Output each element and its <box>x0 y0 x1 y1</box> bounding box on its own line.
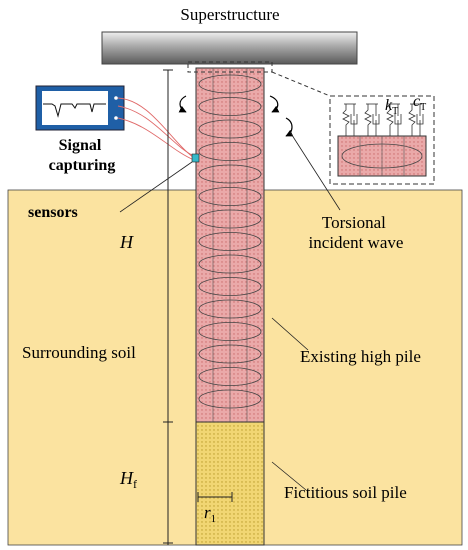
spring-dashpot <box>342 103 358 136</box>
H-label: H <box>119 232 134 252</box>
torsional-ring <box>198 74 262 94</box>
rotation-arrow-left <box>178 95 187 113</box>
torsional-wave-rings <box>198 74 262 409</box>
spring-dashpot <box>386 103 402 136</box>
torsional-ring <box>198 119 262 139</box>
superstructure-block <box>101 31 358 65</box>
torsional-ring <box>198 164 262 184</box>
spring-dashpot <box>408 103 424 136</box>
superstructure-label: Superstructure <box>180 5 279 24</box>
torsional-ring <box>198 232 262 251</box>
spring-dashpot <box>364 103 380 136</box>
torsional-leader-line <box>289 131 341 211</box>
existing-pile-leader-line <box>271 317 309 351</box>
torsional-label: Torsional incident wave <box>309 213 404 252</box>
Hf-label: Hf <box>119 468 137 491</box>
sensors-label: sensors <box>28 204 78 221</box>
torsional-ring <box>198 389 262 409</box>
torsional-ring <box>198 299 262 319</box>
rotation-arrow-right <box>269 95 280 113</box>
zoom-source-box <box>187 61 273 73</box>
torsional-ring <box>198 142 262 161</box>
torsional-ring <box>198 344 262 364</box>
torsional-ring <box>198 367 262 386</box>
spring-dashpot-icon <box>342 103 424 136</box>
torsional-ring <box>198 97 262 116</box>
incident-wave-arrow <box>285 117 294 137</box>
torsional-ring <box>198 277 262 296</box>
existing-pile-label: Existing high pile <box>300 347 421 366</box>
oscilloscope-icon <box>35 85 125 131</box>
torsional-ring <box>198 187 262 206</box>
torsional-ring <box>198 254 262 274</box>
torsional-ring <box>198 322 262 341</box>
sensor-wires <box>117 97 195 161</box>
signal-label: Signal capturing <box>49 137 116 174</box>
surrounding-soil-label: Surrounding soil <box>22 343 136 362</box>
torsional-ring <box>198 209 262 229</box>
cT-label: cT <box>413 93 426 113</box>
zoom-leader-line <box>271 71 331 97</box>
r1-label: r1 <box>204 503 216 525</box>
fictitious-pile-leader-line <box>271 461 307 491</box>
fictitious-pile-label: Fictitious soil pile <box>284 483 407 502</box>
radius-marker <box>197 492 233 502</box>
kT-label: kT <box>385 97 398 117</box>
fictitious-soil-pile <box>195 421 265 546</box>
sensors-leader-line <box>119 161 193 213</box>
dimension-line <box>163 69 173 545</box>
sensor-marker <box>191 153 200 163</box>
